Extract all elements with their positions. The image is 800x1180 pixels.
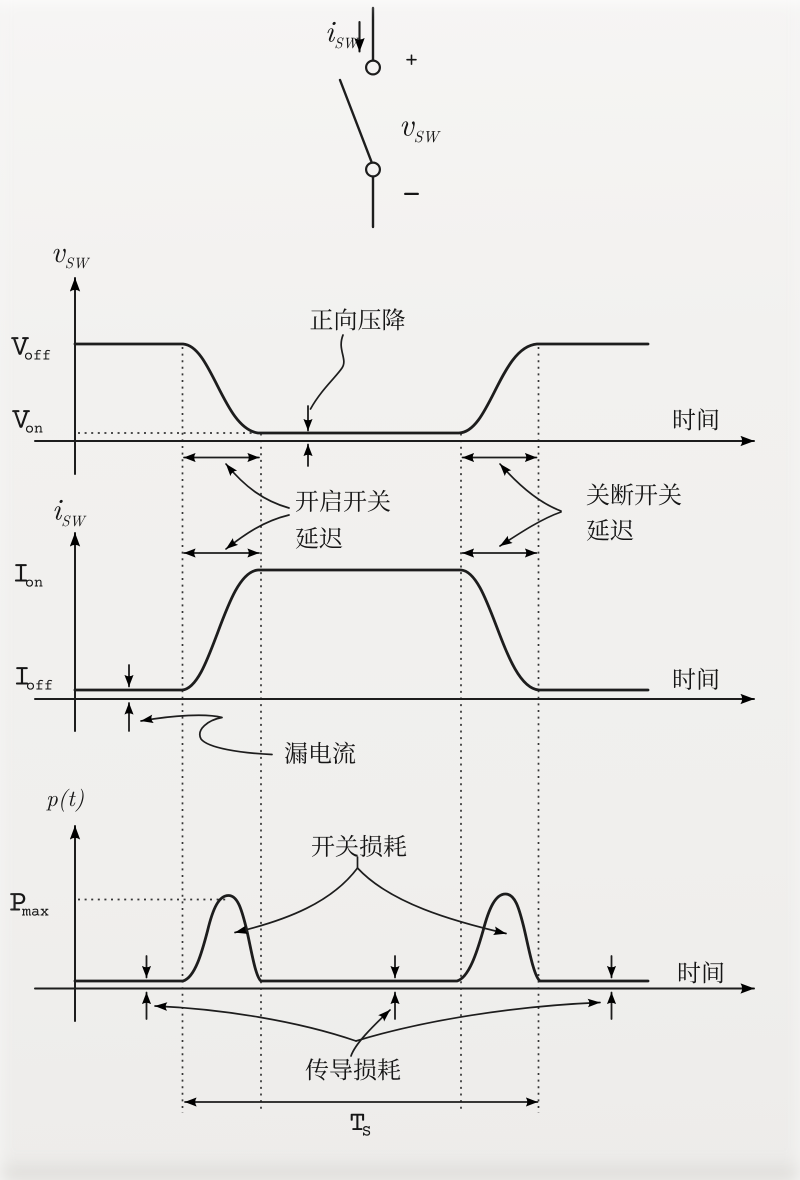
switch-blade: [338, 78, 373, 163]
conduction-middle-connector: [350, 1009, 391, 1057]
conduction-loss-connectors: [154, 998, 601, 1057]
voltage-waveform: [73, 342, 650, 435]
voltage-on-level-label: [12, 410, 43, 433]
current-plot: [34, 532, 755, 756]
turn-on-delay-label-line2: [295, 527, 343, 549]
current-axis-label: [54, 499, 87, 527]
circuit-voltage-label: [401, 121, 441, 143]
turn-on-upper-connector: [225, 463, 290, 509]
switch-bottom-terminal: [365, 161, 382, 178]
switching-loss-right-connector: [356, 867, 507, 935]
forward-drop-label: [310, 308, 405, 331]
conduction-loss-arrows: [141, 955, 617, 1020]
power-peak-level-label: [10, 893, 49, 916]
current-waveform: [73, 568, 650, 692]
turn-off-lower-connector: [499, 511, 562, 547]
voltage-plot: [34, 277, 755, 475]
turn-off-delay-label-line1: [586, 483, 682, 506]
power-axis-label: [46, 788, 84, 812]
switching-loss-label: [311, 834, 407, 857]
circuit-minus-sign: [404, 192, 419, 195]
forward-drop-pointer: [309, 334, 345, 410]
voltage-off-level-label: [11, 337, 51, 360]
period-label: [350, 1113, 371, 1136]
conduction-loss-label: [305, 1058, 401, 1081]
current-time-axis-label: [673, 667, 719, 690]
leakage-current-label: [284, 741, 356, 764]
circuit-current-label: [327, 21, 360, 49]
leakage-pointer: [140, 714, 273, 756]
conduction-right-connector: [355, 998, 601, 1042]
turn-on-lower-connector: [225, 514, 290, 550]
turn-on-delay-label-line1: [295, 489, 391, 512]
power-waveform: [73, 892, 650, 983]
circuit-plus-sign: [406, 54, 417, 65]
turn-off-upper-connector: [499, 463, 562, 512]
switching-loss-left-connector: [234, 867, 359, 934]
current-on-level-label: [14, 564, 43, 587]
delay-connectors: [225, 463, 562, 550]
current-off-level-label: [15, 667, 53, 690]
power-plot: [34, 825, 755, 1107]
voltage-time-axis-label: [673, 408, 719, 431]
switch-symbol: [338, 6, 382, 229]
turn-off-delay-label-line2: [586, 519, 634, 541]
conduction-left-connector: [154, 1002, 357, 1042]
switch-top-terminal: [365, 59, 382, 76]
power-time-axis-label: [678, 961, 724, 984]
voltage-axis-label: [53, 248, 91, 269]
